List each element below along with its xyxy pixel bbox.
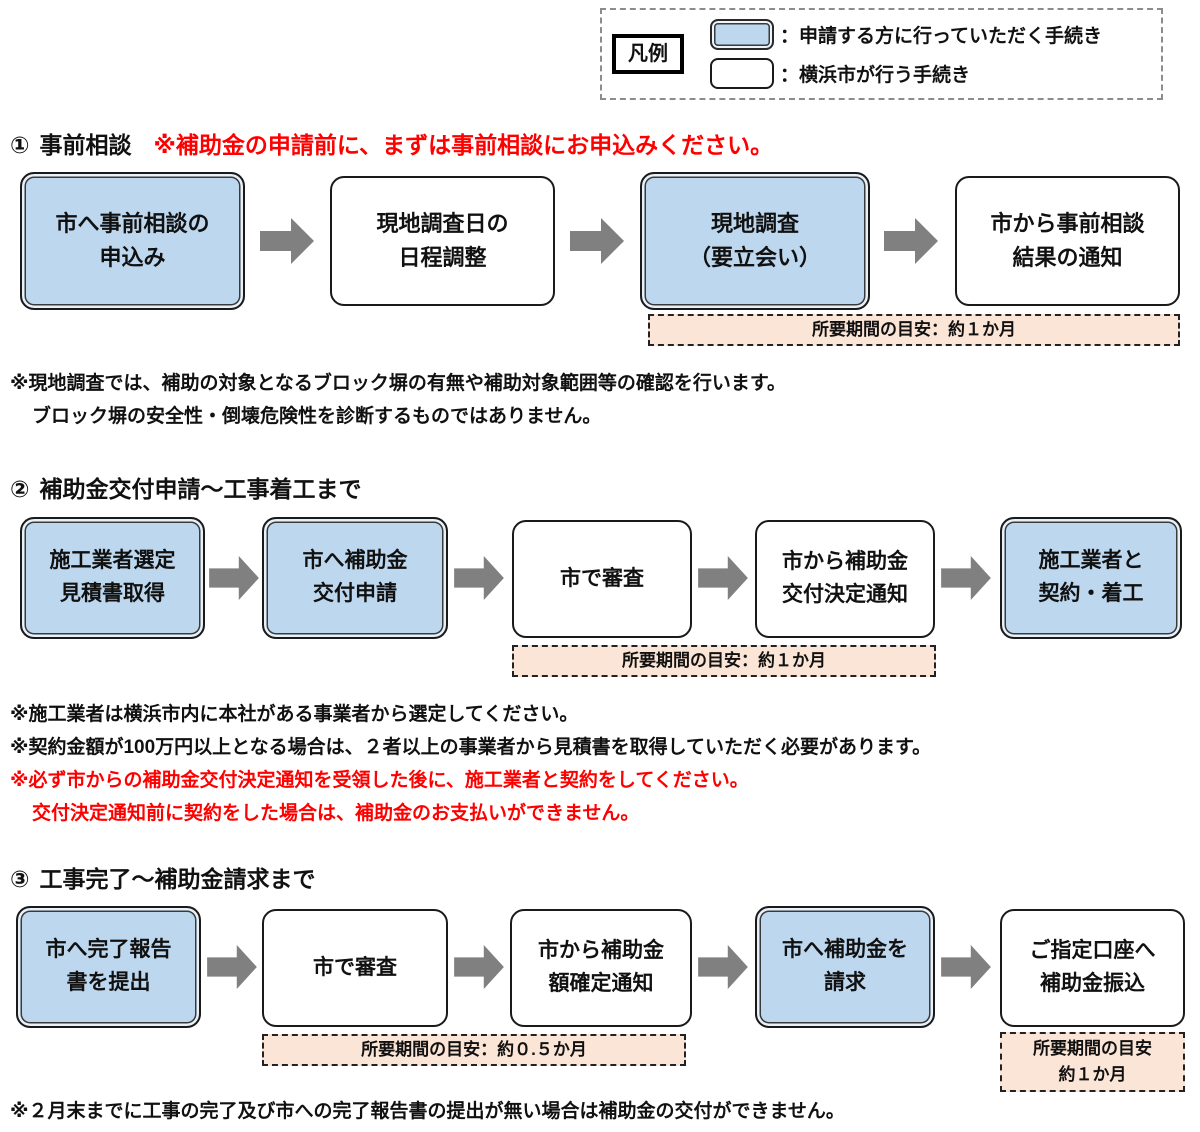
section-1-warning: ※補助金の申請前に、まずは事前相談にお申込みください。 xyxy=(153,132,774,158)
arrow-right-icon xyxy=(941,556,991,600)
section-2-alert-note: 交付決定通知前に契約をした場合は、補助金のお支払いができません。 xyxy=(32,803,640,824)
section-3-title-text: 工事完了～補助金請求まで xyxy=(39,866,316,892)
section-2-note: ※施工業者は横浜市内に本社がある事業者から選定してください。 xyxy=(10,704,579,725)
duration-badge: 所要期間の目安：約０.５か月 xyxy=(262,1034,686,1066)
legend-title: 凡例 xyxy=(612,34,684,74)
flow-step-box: 市で審査 xyxy=(512,520,692,638)
flow-step-box: 市へ完了報告 書を提出 xyxy=(16,906,201,1028)
flow-step-box: 現地調査日の 日程調整 xyxy=(330,176,555,306)
arrow-right-icon xyxy=(454,556,504,600)
section-1-title: ① 事前相談 ※補助金の申請前に、まずは事前相談にお申込みください。 xyxy=(10,126,773,160)
applicant-box-swatch-icon xyxy=(710,19,774,50)
flow-step-box: 市から事前相談 結果の通知 xyxy=(955,176,1180,306)
flow-step-box: 施工業者選定 見積書取得 xyxy=(20,517,205,639)
duration-badge: 所要期間の目安：約１か月 xyxy=(648,314,1180,346)
arrow-right-icon xyxy=(570,218,624,264)
flow-step-box: 市から補助金 額確定通知 xyxy=(510,909,692,1027)
flow-step-box: 市へ補助金 交付申請 xyxy=(262,517,448,639)
duration-badge: 所要期間の目安：約１か月 xyxy=(512,645,936,677)
legend-label: ：横浜市が行う手続き xyxy=(780,65,971,86)
section-2-title: ② 補助金交付申請～工事着工まで xyxy=(10,470,361,504)
city-box-swatch-icon xyxy=(710,58,774,89)
legend-panel: 凡例 ：申請する方に行っていただく手続き ：横浜市が行う手続き xyxy=(600,8,1163,100)
arrow-right-icon xyxy=(698,945,748,989)
flow-step-box: 市で審査 xyxy=(262,909,448,1027)
section-1-number: ① xyxy=(10,132,30,158)
legend-rows: ：申請する方に行っていただく手続き ：横浜市が行う手続き xyxy=(710,19,1151,89)
section-2-number: ② xyxy=(10,476,30,502)
section-2-title-text: 補助金交付申請～工事着工まで xyxy=(39,476,362,502)
section-3-title: ③ 工事完了～補助金請求まで xyxy=(10,860,315,894)
arrow-right-icon xyxy=(454,945,504,989)
duration-badge: 所要期間の目安 約１か月 xyxy=(1000,1032,1185,1092)
arrow-right-icon xyxy=(884,218,938,264)
flow-step-box: 施工業者と 契約・着工 xyxy=(1000,517,1182,639)
arrow-right-icon xyxy=(698,556,748,600)
arrow-right-icon xyxy=(941,945,991,989)
flow-step-box: ご指定口座へ 補助金振込 xyxy=(1000,909,1185,1027)
flow-step-box: 市へ事前相談の 申込み xyxy=(20,172,245,310)
flow-step-box: 市へ補助金を 請求 xyxy=(755,906,935,1028)
section-3-number: ③ xyxy=(10,866,30,892)
flow-step-box: 市から補助金 交付決定通知 xyxy=(755,520,935,638)
flow-step-box: 現地調査 （要立会い） xyxy=(640,172,870,310)
arrow-right-icon xyxy=(207,945,257,989)
legend-item-applicant: ：申請する方に行っていただく手続き xyxy=(710,19,1151,50)
legend-item-city: ：横浜市が行う手続き xyxy=(710,58,1151,89)
arrow-right-icon xyxy=(260,218,314,264)
arrow-right-icon xyxy=(209,556,259,600)
section-1-note: ブロック塀の安全性・倒壊危険性を診断するものではありません。 xyxy=(32,406,602,427)
legend-label: ：申請する方に行っていただく手続き xyxy=(780,26,1103,47)
section-3-note: ※２月末までに工事の完了及び市への完了報告書の提出が無い場合は補助金の交付ができ… xyxy=(10,1101,845,1122)
section-2-alert-note: ※必ず市からの補助金交付決定通知を受領した後に、施工業者と契約をしてください。 xyxy=(10,770,749,791)
section-1-note: ※現地調査では、補助の対象となるブロック塀の有無や補助対象範囲等の確認を行います… xyxy=(10,373,787,394)
section-2-note: ※契約金額が100万円以上となる場合は、２者以上の事業者から見積書を取得していた… xyxy=(10,737,932,758)
section-1-title-text: 事前相談 xyxy=(39,132,132,158)
